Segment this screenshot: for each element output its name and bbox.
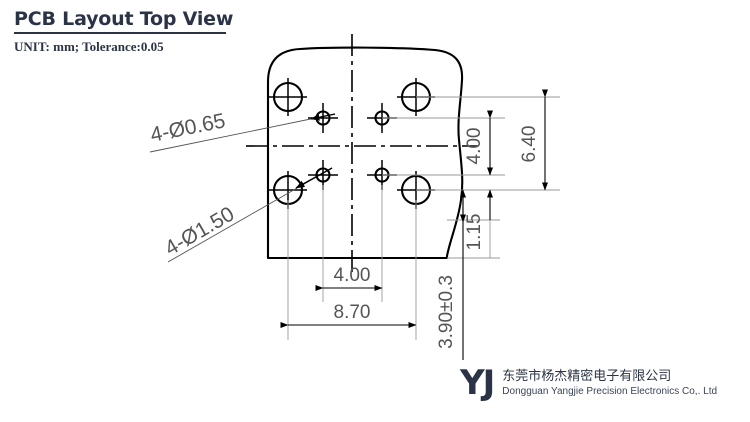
company-name-cn: 东莞市杨杰精密电子有限公司: [502, 369, 672, 384]
unit-tolerance-note: UNIT: mm; Tolerance:0.05: [14, 39, 164, 54]
page-title: PCB Layout Top View: [14, 8, 234, 30]
callout-label-large-holes: 4-Ø1.50: [161, 202, 238, 260]
company-footer: YJ 东莞市杨杰精密电子有限公司 Dongguan Yangjie Precis…: [460, 366, 717, 400]
pcb-outline: [266, 46, 464, 260]
dimension-label-vert-1-15: 1.15: [464, 214, 485, 251]
extension-lines: [287, 96, 560, 340]
dimension-label-horiz-8-70: 8.70: [334, 302, 371, 323]
dimension-vert-pitch-4-00: 4.00: [464, 110, 493, 176]
callout-large-holes: 4-Ø1.50: [161, 167, 333, 263]
dimension-label-horiz-4-00: 4.00: [334, 265, 371, 286]
callout-label-small-holes: 4-Ø0.65: [148, 109, 227, 147]
dimension-horiz-pitch-4-00: 4.00: [315, 265, 383, 291]
dimension-vert-edge-3-90: 3.90±0.3: [436, 189, 466, 360]
hole-large-top-left: [269, 78, 307, 116]
company-names: 东莞市杨杰精密电子有限公司 Dongguan Yangjie Precision…: [502, 369, 717, 397]
dimension-label-vert-4-00: 4.00: [464, 128, 485, 165]
center-lines: [246, 34, 478, 272]
dimension-label-vert-3-90: 3.90±0.3: [436, 275, 457, 349]
dimension-label-vert-6-40: 6.40: [519, 126, 540, 163]
company-name-en: Dongguan Yangjie Precision Electronics C…: [502, 386, 718, 397]
title-underline: [14, 32, 226, 34]
callout-small-holes: 4-Ø0.65: [148, 109, 336, 153]
dimension-vert-span-6-40: 6.40: [519, 89, 548, 191]
yj-logo: YJ: [460, 363, 495, 403]
title-block: PCB Layout Top View UNIT: mm; Tolerance:…: [14, 8, 233, 55]
dimension-horiz-span-8-70: 8.70: [280, 302, 417, 328]
dimension-vert-offset-1-15: 1.15: [464, 189, 493, 258]
